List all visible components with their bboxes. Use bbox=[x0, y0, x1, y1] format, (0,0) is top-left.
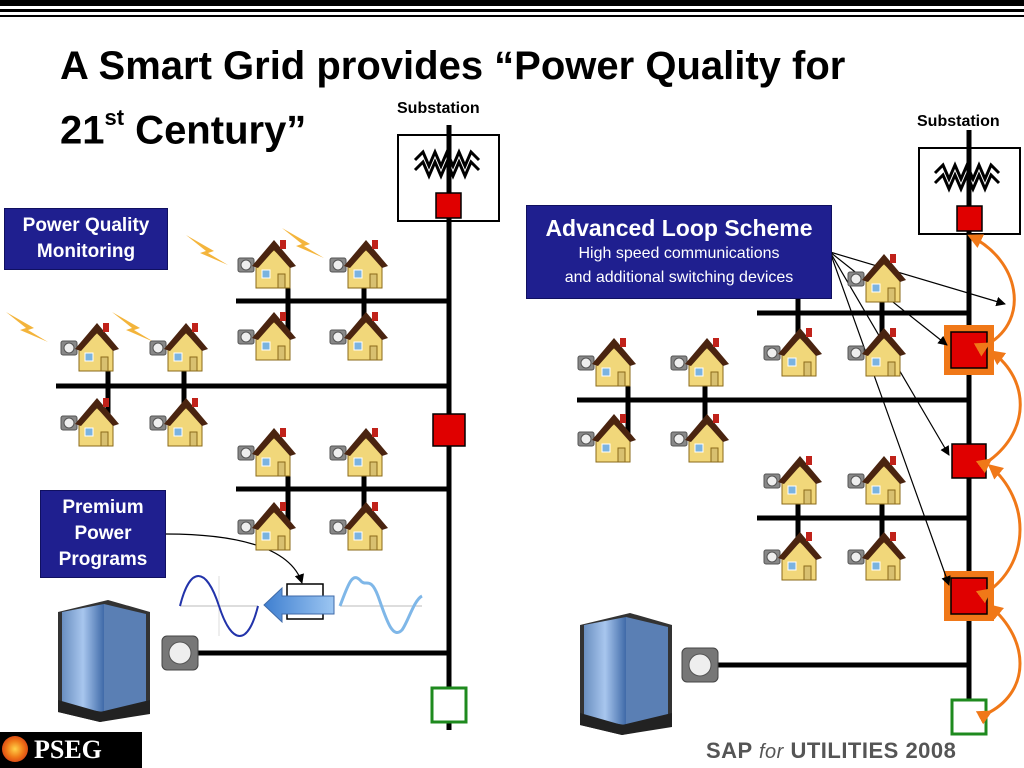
sap-for-utilities-logo: SAP for UTILITIES 2008 bbox=[706, 738, 956, 764]
house-icon bbox=[763, 456, 822, 505]
house-icon bbox=[237, 428, 296, 477]
switch-left-mid bbox=[432, 413, 466, 447]
sap-text: SAP bbox=[706, 738, 753, 763]
right-feeder-lines bbox=[577, 130, 972, 735]
house-icon bbox=[329, 428, 388, 477]
premium-line-3: Programs bbox=[58, 549, 148, 570]
pseg-logo-text: PSEG bbox=[34, 735, 102, 764]
house-icon bbox=[847, 328, 906, 377]
sap-for-text: for bbox=[758, 741, 784, 763]
pseg-logo: PSEG bbox=[0, 732, 142, 768]
office-building-right bbox=[580, 613, 719, 735]
title-line-1: A Smart Grid provides “Power Quality for bbox=[60, 44, 846, 88]
power-quality-line-1: Power Quality bbox=[22, 215, 150, 236]
premium-line-2: Power bbox=[74, 523, 132, 544]
house-icon bbox=[237, 502, 296, 551]
house-icon bbox=[670, 414, 729, 463]
houses bbox=[60, 240, 906, 581]
advanced-loop-title: Advanced Loop Scheme bbox=[545, 215, 813, 241]
office-building-left bbox=[58, 600, 199, 722]
house-icon bbox=[237, 240, 296, 289]
power-quality-line-2: Monitoring bbox=[36, 241, 136, 262]
switch-right-lower bbox=[950, 577, 988, 615]
lightning-bolts bbox=[6, 228, 324, 342]
house-icon bbox=[60, 323, 119, 372]
house-icon bbox=[329, 240, 388, 289]
house-icon bbox=[329, 312, 388, 361]
slide-title: A Smart Grid provides “Power Quality for… bbox=[60, 38, 1000, 158]
house-icon bbox=[149, 398, 208, 447]
substation-label-left: Substation bbox=[397, 100, 480, 117]
power-conditioner bbox=[263, 583, 335, 624]
sap-utilities-text: UTILITIES 2008 bbox=[790, 738, 957, 763]
premium-line-1: Premium bbox=[62, 497, 144, 518]
switch-right-upper bbox=[950, 331, 988, 369]
title-superscript: st bbox=[104, 105, 125, 130]
switch-right-substation bbox=[956, 205, 983, 232]
top-bar bbox=[0, 0, 1024, 22]
house-icon bbox=[847, 532, 906, 581]
sun-icon bbox=[2, 736, 28, 762]
title-line-2: 21st Century” bbox=[60, 94, 1000, 158]
house-icon bbox=[763, 328, 822, 377]
waveform-distorted bbox=[338, 576, 423, 634]
substation-label-right: Substation bbox=[917, 113, 1000, 130]
title-century: Century” bbox=[124, 108, 307, 153]
premium-pointer-line bbox=[165, 533, 304, 584]
switch-right-mid bbox=[951, 443, 987, 479]
house-icon bbox=[670, 338, 729, 387]
house-icon bbox=[577, 338, 636, 387]
house-icon bbox=[60, 398, 119, 447]
power-quality-monitoring-callout: Power Quality Monitoring bbox=[4, 208, 168, 270]
switch-left-substation bbox=[435, 192, 462, 219]
house-icon bbox=[237, 312, 296, 361]
title-21: 21 bbox=[60, 108, 105, 153]
house-icon bbox=[847, 254, 906, 303]
callout-pointer-lines bbox=[829, 251, 1006, 586]
house-icon bbox=[149, 323, 208, 372]
loop-communication-arrows bbox=[967, 234, 1022, 725]
house-icon bbox=[763, 532, 822, 581]
waveform-clean bbox=[179, 575, 259, 637]
advanced-loop-scheme-callout: Advanced Loop Scheme High speed communic… bbox=[526, 205, 832, 299]
house-icon bbox=[329, 502, 388, 551]
advanced-loop-sub-2: and additional switching devices bbox=[564, 269, 794, 286]
switch-left-open bbox=[430, 686, 468, 724]
house-icon bbox=[847, 456, 906, 505]
advanced-loop-sub-1: High speed communications bbox=[578, 245, 780, 262]
switch-right-open bbox=[950, 698, 988, 736]
premium-power-programs-callout: Premium Power Programs bbox=[40, 490, 166, 578]
house-icon bbox=[577, 414, 636, 463]
